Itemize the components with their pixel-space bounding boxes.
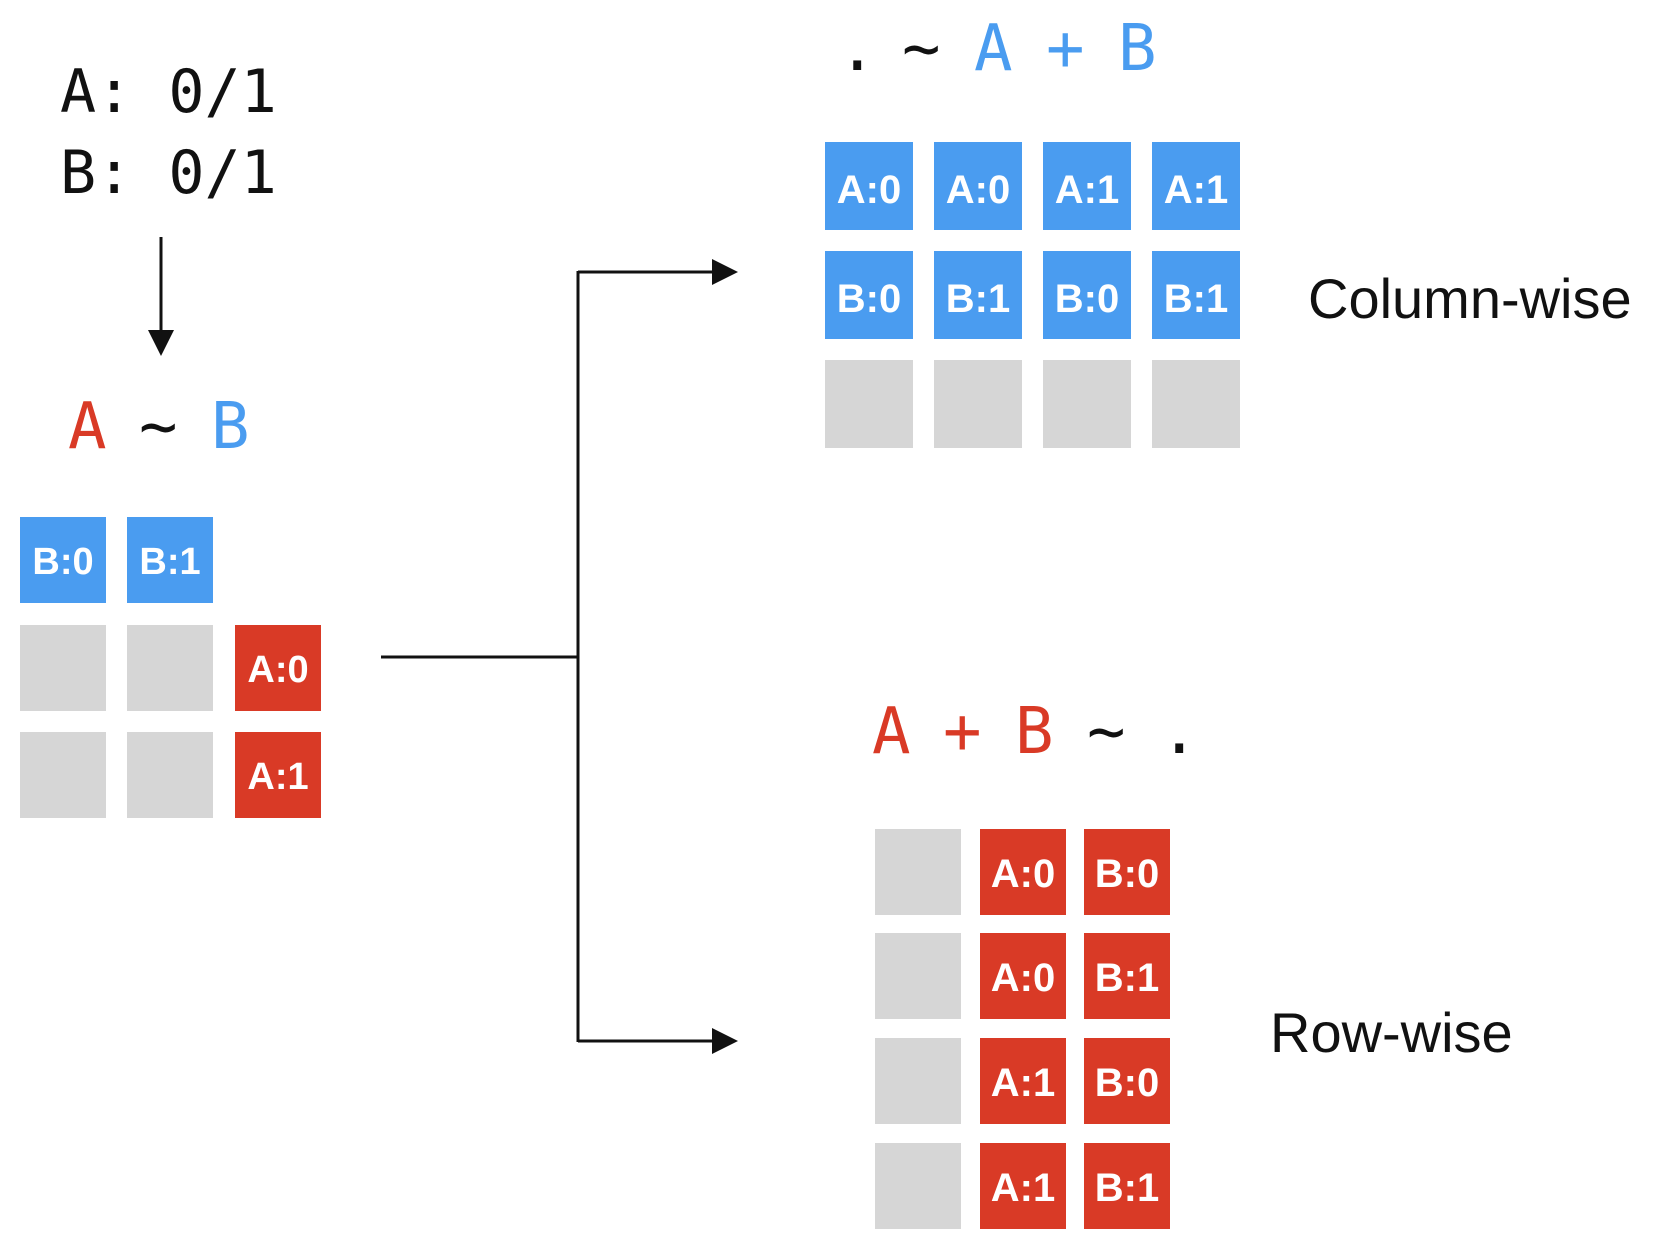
col-grid-label: B:0 [837,277,901,321]
main-grid-cell-b0 [20,517,106,603]
col-formula-a: A [974,12,1013,86]
row-grid-label: A:0 [991,852,1055,896]
main-formula-lhs: A [68,390,107,464]
col-grid-empty-cell [825,360,913,448]
row-grid-label: A:0 [991,956,1055,1000]
row-grid-cell [1084,933,1170,1019]
row-grid-cell [980,933,1066,1019]
col-grid-empty-cell [1152,360,1240,448]
main-grid-label-a1: A:1 [247,756,308,798]
var-b-definition: B: 0/1 [60,138,277,208]
main-grid-empty-cell [127,625,213,711]
row-grid-empty-cell [875,829,961,915]
col-grid-label: B:1 [946,277,1010,321]
main-grid: B:0 B:1 A:0 A:1 [20,517,321,818]
col-grid-label: B:1 [1164,277,1228,321]
arrowhead-to-column-wise [712,259,738,285]
main-grid-empty-cell [20,625,106,711]
col-grid-cell [1152,142,1240,230]
row-grid-cell [980,829,1066,915]
col-grid-cell [934,142,1022,230]
row-grid-empty-cell [875,933,961,1019]
row-grid-empty-cell [875,1038,961,1124]
row-grid-cell [1084,1143,1170,1229]
main-formula-rhs: B [211,390,250,464]
column-wise-grid: A:0 A:0 A:1 A:1 B:0 B:1 B:0 B:1 [825,142,1240,448]
row-wise-grid: A:0 B:0 A:0 B:1 A:1 B:0 A:1 B:1 [875,829,1170,1229]
main-formula-tilde: ~ [139,390,178,464]
row-grid-label: B:0 [1095,852,1159,896]
var-a-definition: A: 0/1 [60,57,277,127]
row-formula-tilde: ~ [1087,695,1126,769]
main-grid-empty-cell [127,732,213,818]
main-grid-label-a0: A:0 [247,649,308,691]
down-arrow-head [148,330,174,356]
row-wise-label: Row-wise [1270,1001,1513,1064]
col-grid-label: A:1 [1164,168,1228,212]
col-grid-label: A:1 [1055,168,1119,212]
branch-connector [381,270,718,1043]
col-formula-tilde: ~ [902,12,941,86]
row-grid-cell [980,1038,1066,1124]
row-grid-cell [1084,829,1170,915]
main-grid-label-b1: B:1 [139,541,200,583]
row-grid-cell [980,1143,1066,1229]
row-grid-empty-cell [875,1143,961,1229]
col-grid-label: A:0 [837,168,901,212]
main-grid-label-b0: B:0 [32,541,93,583]
row-formula-plus: + [943,695,982,769]
row-grid-label: A:1 [991,1166,1055,1210]
col-grid-cell [1152,251,1240,339]
main-grid-cell-a1 [235,732,321,818]
row-formula-b: B [1015,695,1054,769]
main-grid-cell-a0 [235,625,321,711]
row-grid-label: B:1 [1095,1166,1159,1210]
col-grid-empty-cell [934,360,1022,448]
row-grid-label: A:1 [991,1061,1055,1105]
col-formula-plus: + [1046,12,1085,86]
col-grid-label: B:0 [1055,277,1119,321]
column-wise-label: Column-wise [1308,267,1632,330]
main-grid-empty-cell [20,732,106,818]
col-grid-cell [1043,251,1131,339]
col-formula-dot: . [838,12,877,86]
col-grid-label: A:0 [946,168,1010,212]
col-grid-cell [825,251,913,339]
col-grid-cell [825,142,913,230]
row-grid-label: B:0 [1095,1061,1159,1105]
col-grid-empty-cell [1043,360,1131,448]
row-grid-label: B:1 [1095,956,1159,1000]
col-grid-cell [934,251,1022,339]
row-grid-cell [1084,1038,1170,1124]
row-formula-dot: . [1160,695,1199,769]
col-grid-cell [1043,142,1131,230]
arrowhead-to-row-wise [712,1028,738,1054]
col-formula-b: B [1118,12,1157,86]
main-grid-cell-b1 [127,517,213,603]
row-formula-a: A [872,695,911,769]
